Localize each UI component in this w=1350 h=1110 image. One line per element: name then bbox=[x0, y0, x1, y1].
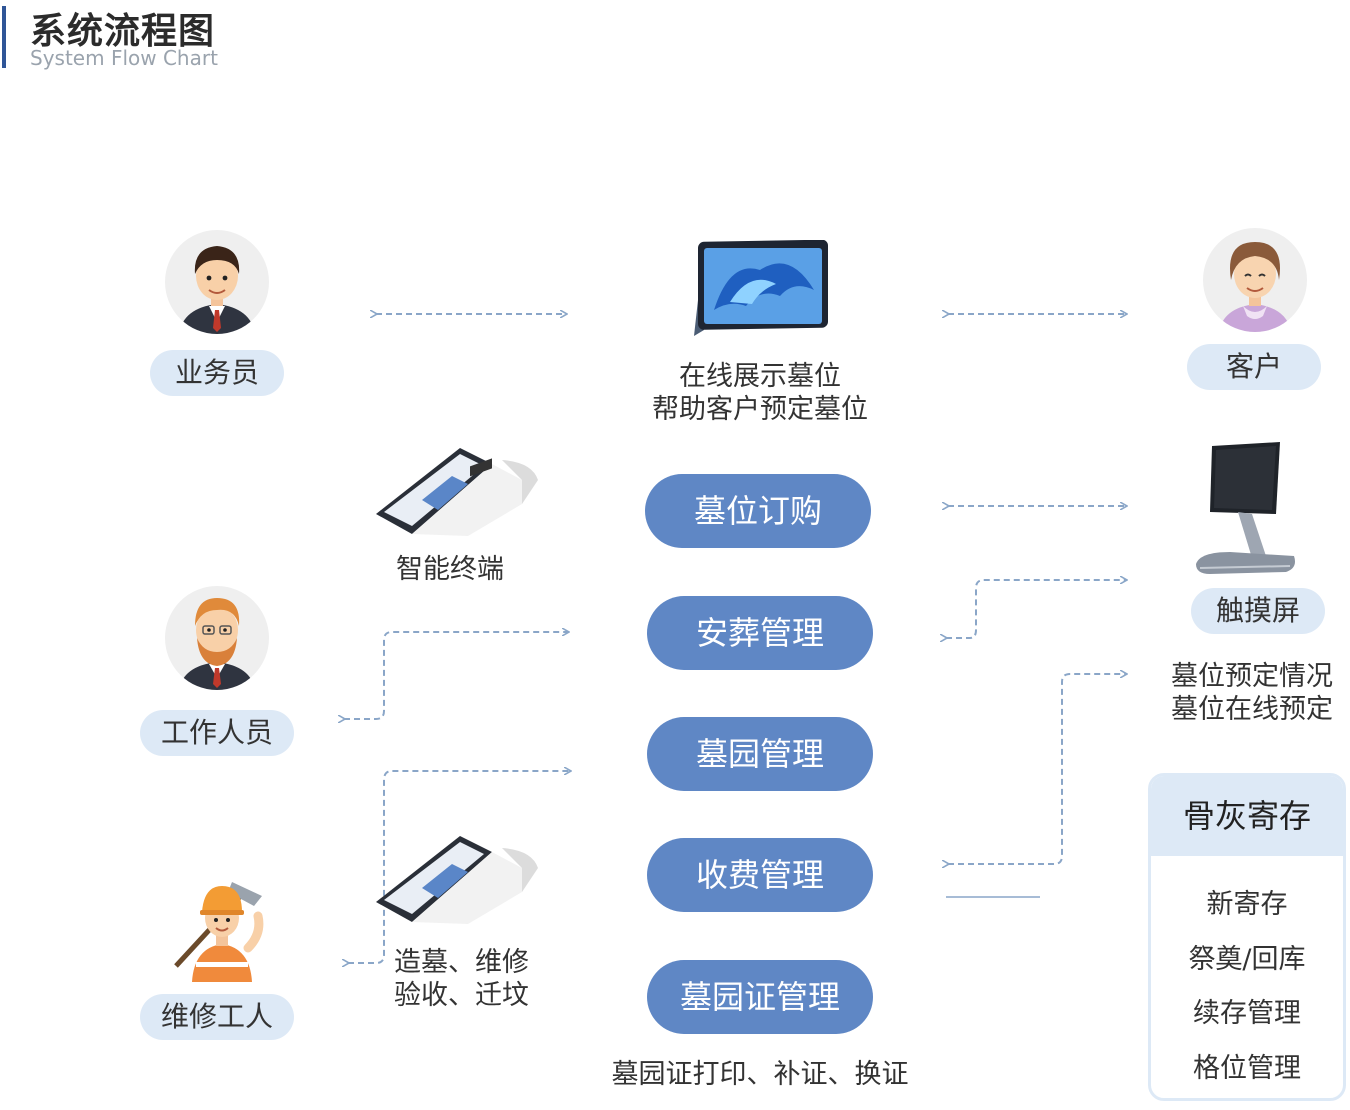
connector-burial-touchscreen bbox=[946, 580, 1126, 638]
page-title: 系统流程图 bbox=[30, 11, 216, 52]
terminal-label: 智能终端 bbox=[396, 554, 504, 585]
touchscreen-image bbox=[1190, 440, 1300, 582]
flow-fee-button[interactable]: 收费管理 bbox=[647, 838, 873, 912]
connector-staff-burial bbox=[344, 632, 568, 719]
salesman-icon bbox=[179, 246, 255, 334]
title-accent-bar bbox=[2, 6, 6, 68]
terminal-image-bottom bbox=[372, 828, 544, 924]
connector-worker-cemetery bbox=[348, 771, 570, 963]
worker-tasks-caption: 造墓、维修 验收、迁坟 bbox=[394, 947, 529, 1011]
terminal-icon bbox=[376, 836, 538, 924]
bone-item-slot[interactable]: 格位管理 bbox=[1193, 1053, 1301, 1084]
terminal-image-top bbox=[372, 440, 544, 536]
flow-burial-button[interactable]: 安葬管理 bbox=[647, 596, 873, 670]
flow-certificate-button[interactable]: 墓园证管理 bbox=[647, 960, 873, 1034]
tablet-image bbox=[690, 239, 832, 338]
worker-icon bbox=[174, 882, 264, 982]
customer-icon bbox=[1219, 242, 1291, 332]
tablet-icon bbox=[694, 239, 828, 336]
staff-icon bbox=[179, 598, 255, 690]
bone-item-new[interactable]: 新寄存 bbox=[1206, 889, 1288, 920]
flow-cemetery-button[interactable]: 墓园管理 bbox=[647, 717, 873, 791]
flow-order-button[interactable]: 墓位订购 bbox=[645, 474, 871, 548]
salesman-avatar bbox=[165, 230, 269, 334]
tablet-caption: 在线展示墓位 帮助客户预定墓位 bbox=[652, 361, 868, 425]
certificate-caption: 墓园证打印、补证、换证 bbox=[611, 1059, 909, 1090]
connector-fee-touchscreen bbox=[948, 674, 1126, 864]
role-staff-label: 工作人员 bbox=[140, 710, 294, 756]
bone-item-memorial[interactable]: 祭奠/回库 bbox=[1188, 944, 1306, 975]
terminal-icon bbox=[376, 448, 538, 536]
bone-item-renewal[interactable]: 续存管理 bbox=[1193, 998, 1301, 1029]
role-worker-label: 维修工人 bbox=[140, 994, 294, 1040]
staff-avatar bbox=[165, 586, 269, 690]
bone-storage-panel: 骨灰寄存 新寄存 祭奠/回库 续存管理 格位管理 bbox=[1148, 773, 1346, 1101]
customer-avatar bbox=[1203, 228, 1307, 332]
role-salesman-label: 业务员 bbox=[150, 350, 284, 396]
page-subtitle: System Flow Chart bbox=[30, 46, 218, 70]
role-customer-label: 客户 bbox=[1187, 344, 1321, 390]
worker-image bbox=[170, 878, 274, 982]
touchscreen-icon bbox=[1196, 442, 1295, 574]
touchscreen-label: 触摸屏 bbox=[1191, 588, 1325, 634]
bone-storage-title: 骨灰寄存 bbox=[1151, 776, 1343, 856]
touchscreen-caption: 墓位预定情况 墓位在线预定 bbox=[1171, 661, 1333, 725]
